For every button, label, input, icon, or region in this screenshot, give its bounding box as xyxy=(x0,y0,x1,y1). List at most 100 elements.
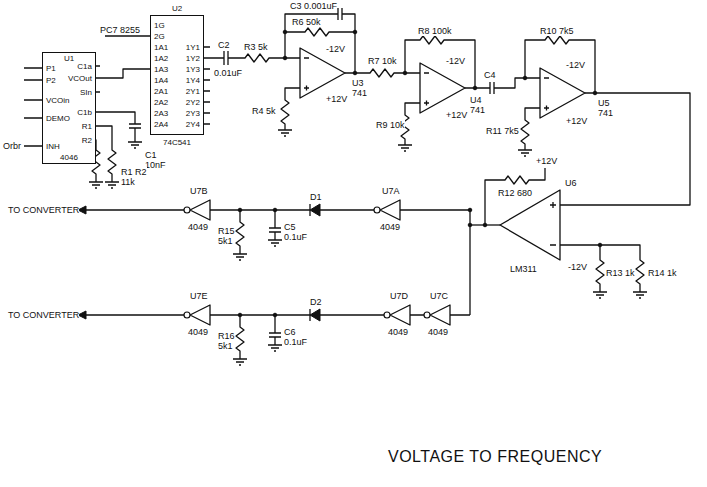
pin-name: INH xyxy=(46,142,60,152)
pin-name: P2 xyxy=(46,76,56,86)
pin-name: 1Y1 xyxy=(186,43,200,53)
signal-label: 4049 xyxy=(380,222,400,232)
component-value: R15 xyxy=(218,226,235,236)
signal-label: 741 xyxy=(598,108,613,118)
signal-label: TO CONVERTER xyxy=(8,310,79,320)
signal-label: LM311 xyxy=(510,264,537,274)
signal-label: 11k xyxy=(121,177,135,187)
pin-name: R1 xyxy=(82,122,92,132)
component-value: C3 0.001uF xyxy=(290,1,337,11)
part-ref: U3 xyxy=(352,78,364,88)
supply-label: -12V xyxy=(568,262,587,272)
pin-name: P1 xyxy=(46,64,56,74)
component-value: R11 7k5 xyxy=(486,126,519,136)
part-ref: U4 xyxy=(470,95,482,105)
ic-buffer: U21G2G1A11A21A31A42A12A22A32A41Y11Y21Y31… xyxy=(150,15,204,135)
part-ref: U7E xyxy=(190,291,208,301)
component-value: R6 50k xyxy=(292,17,321,27)
supply-label: -12V xyxy=(326,44,345,54)
supply-label: +12V xyxy=(566,116,587,126)
signal-label: 4049 xyxy=(188,327,208,337)
pin-name: 2A1 xyxy=(154,87,168,97)
pin-name: 1Y2 xyxy=(186,54,200,64)
component-value: R4 5k xyxy=(252,106,276,116)
pin-name: R2 xyxy=(82,136,92,146)
component-value: D1 xyxy=(310,192,322,202)
signal-wire xyxy=(96,69,150,78)
component-value: R14 1k xyxy=(648,268,677,278)
signal-label: TO CONVERTER xyxy=(8,205,79,215)
pin-name: 1A4 xyxy=(154,76,168,86)
pin-name: SIn xyxy=(80,88,92,98)
part-ref: U7D xyxy=(390,291,408,301)
ic-4046: U1P1P2VCOinDEMOINHC1aVCOutSInC1bR1R24046 xyxy=(42,52,96,164)
part-ref: U6 xyxy=(565,178,577,188)
component-value: R3 5k xyxy=(244,42,268,52)
component-value: C2 xyxy=(218,40,230,50)
pin-name: 2Y2 xyxy=(186,98,200,108)
signal-label: 4049 xyxy=(188,222,208,232)
pin-name: 1Y3 xyxy=(186,65,200,75)
signal-label: 741 xyxy=(470,105,485,115)
pin-name: 2Y4 xyxy=(186,120,200,130)
pin-name: 1A1 xyxy=(154,43,168,53)
pin-name: 2Y1 xyxy=(186,87,200,97)
supply-label: +12V xyxy=(326,94,347,104)
component-value: R8 100k xyxy=(418,26,452,36)
component-value: C1 xyxy=(145,150,157,160)
pin-name: 2A4 xyxy=(154,120,168,130)
signal-label: 4049 xyxy=(388,327,408,337)
pin-name: 74C541 xyxy=(151,138,203,148)
component-value: C4 xyxy=(484,70,496,80)
pin-name: 1A2 xyxy=(154,54,168,64)
signal-label: 4049 xyxy=(428,327,448,337)
supply-label: -12V xyxy=(566,60,585,70)
component-value: C5 xyxy=(284,222,296,232)
component-value: C6 xyxy=(284,327,296,337)
signal-label: 10nF xyxy=(145,160,166,170)
pin-name: 2Y3 xyxy=(186,109,200,119)
signal-label: 0.1uF xyxy=(284,337,307,347)
component-value: R13 1k xyxy=(606,268,635,278)
pin-name: DEMO xyxy=(46,114,70,124)
pin-name: 2A2 xyxy=(154,98,168,108)
component-value: D2 xyxy=(310,297,322,307)
signal-label: 5k1 xyxy=(218,341,233,351)
pin-name: 4046 xyxy=(43,153,95,163)
supply-label: +12V xyxy=(446,110,467,120)
component-value: R12 680 xyxy=(498,188,532,198)
signal-label: 0.1uF xyxy=(284,232,307,242)
pin-name: 2A3 xyxy=(154,109,168,119)
supply-label: +12V xyxy=(536,156,557,166)
diodes-arrows-dots xyxy=(78,30,602,321)
component-value: R1 R2 xyxy=(121,167,147,177)
part-ref: U7C xyxy=(430,291,448,301)
pin-name: 2G xyxy=(154,32,165,42)
part-ref: U5 xyxy=(598,98,610,108)
pin-name: C1b xyxy=(77,108,92,118)
part-ref: U7B xyxy=(190,186,208,196)
component-value: R7 10k xyxy=(368,56,397,66)
pin-name: 1G xyxy=(154,21,165,31)
pin-name: 1Y4 xyxy=(186,76,200,86)
part-ref: U7A xyxy=(382,186,400,196)
signal-label: Orbr xyxy=(3,141,21,151)
part-ref: U2 xyxy=(151,4,203,14)
circuit-wires xyxy=(24,8,690,365)
component-value: R9 10k xyxy=(376,120,405,130)
pin-name: 1A3 xyxy=(154,65,168,75)
diagram-title: VOLTAGE TO FREQUENCY xyxy=(388,448,602,466)
signal-label: 5k1 xyxy=(218,236,233,246)
pin-name: VCOut xyxy=(68,74,92,84)
inverter-bubbles xyxy=(184,207,430,318)
signal-label: PC7 8255 xyxy=(100,25,140,35)
signal-label: 741 xyxy=(352,88,367,98)
pin-name: C1a xyxy=(77,62,92,72)
signal-label: 0.01uF xyxy=(214,68,242,78)
supply-label: -12V xyxy=(446,56,465,66)
component-value: R10 7k5 xyxy=(540,26,574,36)
component-value: R16 xyxy=(218,331,235,341)
